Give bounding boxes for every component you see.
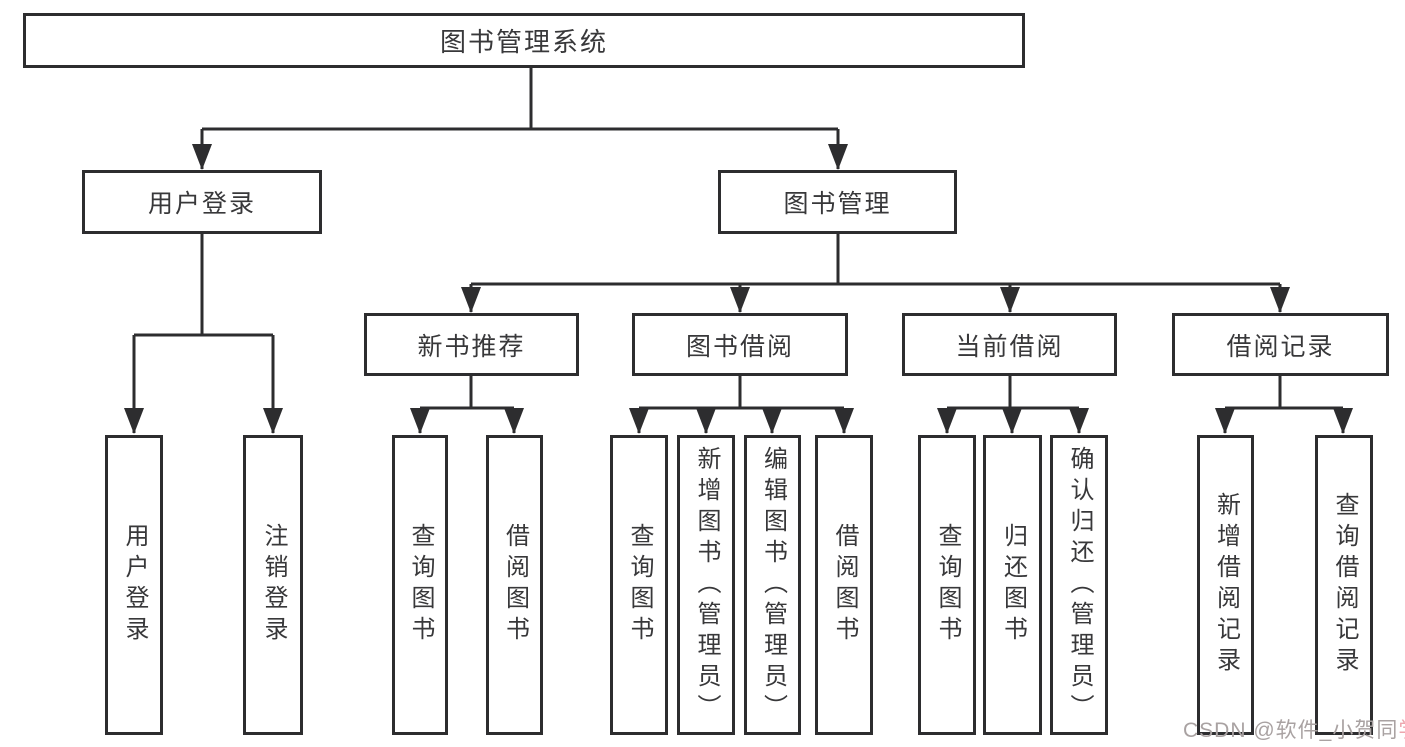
node-edit-book-admin: 编辑图书（管理员） <box>744 435 801 735</box>
node-user-login: 用户登录 <box>82 170 322 234</box>
connector-login-bus <box>134 234 273 337</box>
node-add-borrow-record: 新增借阅记录 <box>1197 435 1254 735</box>
node-borrow-records: 借阅记录 <box>1172 313 1389 376</box>
node-confirm-return-admin: 确认归还（管理员） <box>1050 435 1108 735</box>
node-user-login-leaf: 用户登录 <box>105 435 163 735</box>
connector-borrow-bus <box>639 376 844 410</box>
node-borrow-records-label: 借阅记录 <box>1226 332 1335 361</box>
node-book-borrow-label: 图书借阅 <box>685 332 794 361</box>
node-new-book-recommend: 新书推荐 <box>364 313 579 376</box>
node-query-book-newbook: 查询图书 <box>392 435 448 735</box>
node-book-borrow: 图书借阅 <box>632 313 848 376</box>
node-query-borrow-record: 查询借阅记录 <box>1315 435 1373 735</box>
connector-mgmt-bus <box>471 234 1280 286</box>
node-current-borrow: 当前借阅 <box>902 313 1117 376</box>
node-borrow-book-leaf: 借阅图书 <box>815 435 873 735</box>
node-query-book-current: 查询图书 <box>918 435 976 735</box>
node-current-borrow-label: 当前借阅 <box>955 332 1064 361</box>
connector-records-bus <box>1225 376 1343 410</box>
connector-current-bus <box>947 376 1079 410</box>
node-book-mgmt: 图书管理 <box>718 170 957 234</box>
connector-root-bus <box>202 68 838 131</box>
node-book-mgmt-label: 图书管理 <box>783 190 892 218</box>
node-root: 图书管理系统 <box>23 13 1025 68</box>
node-query-book-borrow: 查询图书 <box>610 435 668 735</box>
node-user-login-label: 用户登录 <box>147 190 256 218</box>
node-borrow-book-newbook: 借阅图书 <box>486 435 543 735</box>
node-logout-leaf: 注销登录 <box>243 435 303 735</box>
node-return-book: 归还图书 <box>983 435 1042 735</box>
node-root-label: 图书管理系统 <box>439 27 608 57</box>
connector-newbook-bus <box>420 376 514 410</box>
node-add-book-admin: 新增图书（管理员） <box>677 435 735 735</box>
node-new-book-label: 新书推荐 <box>417 332 526 361</box>
